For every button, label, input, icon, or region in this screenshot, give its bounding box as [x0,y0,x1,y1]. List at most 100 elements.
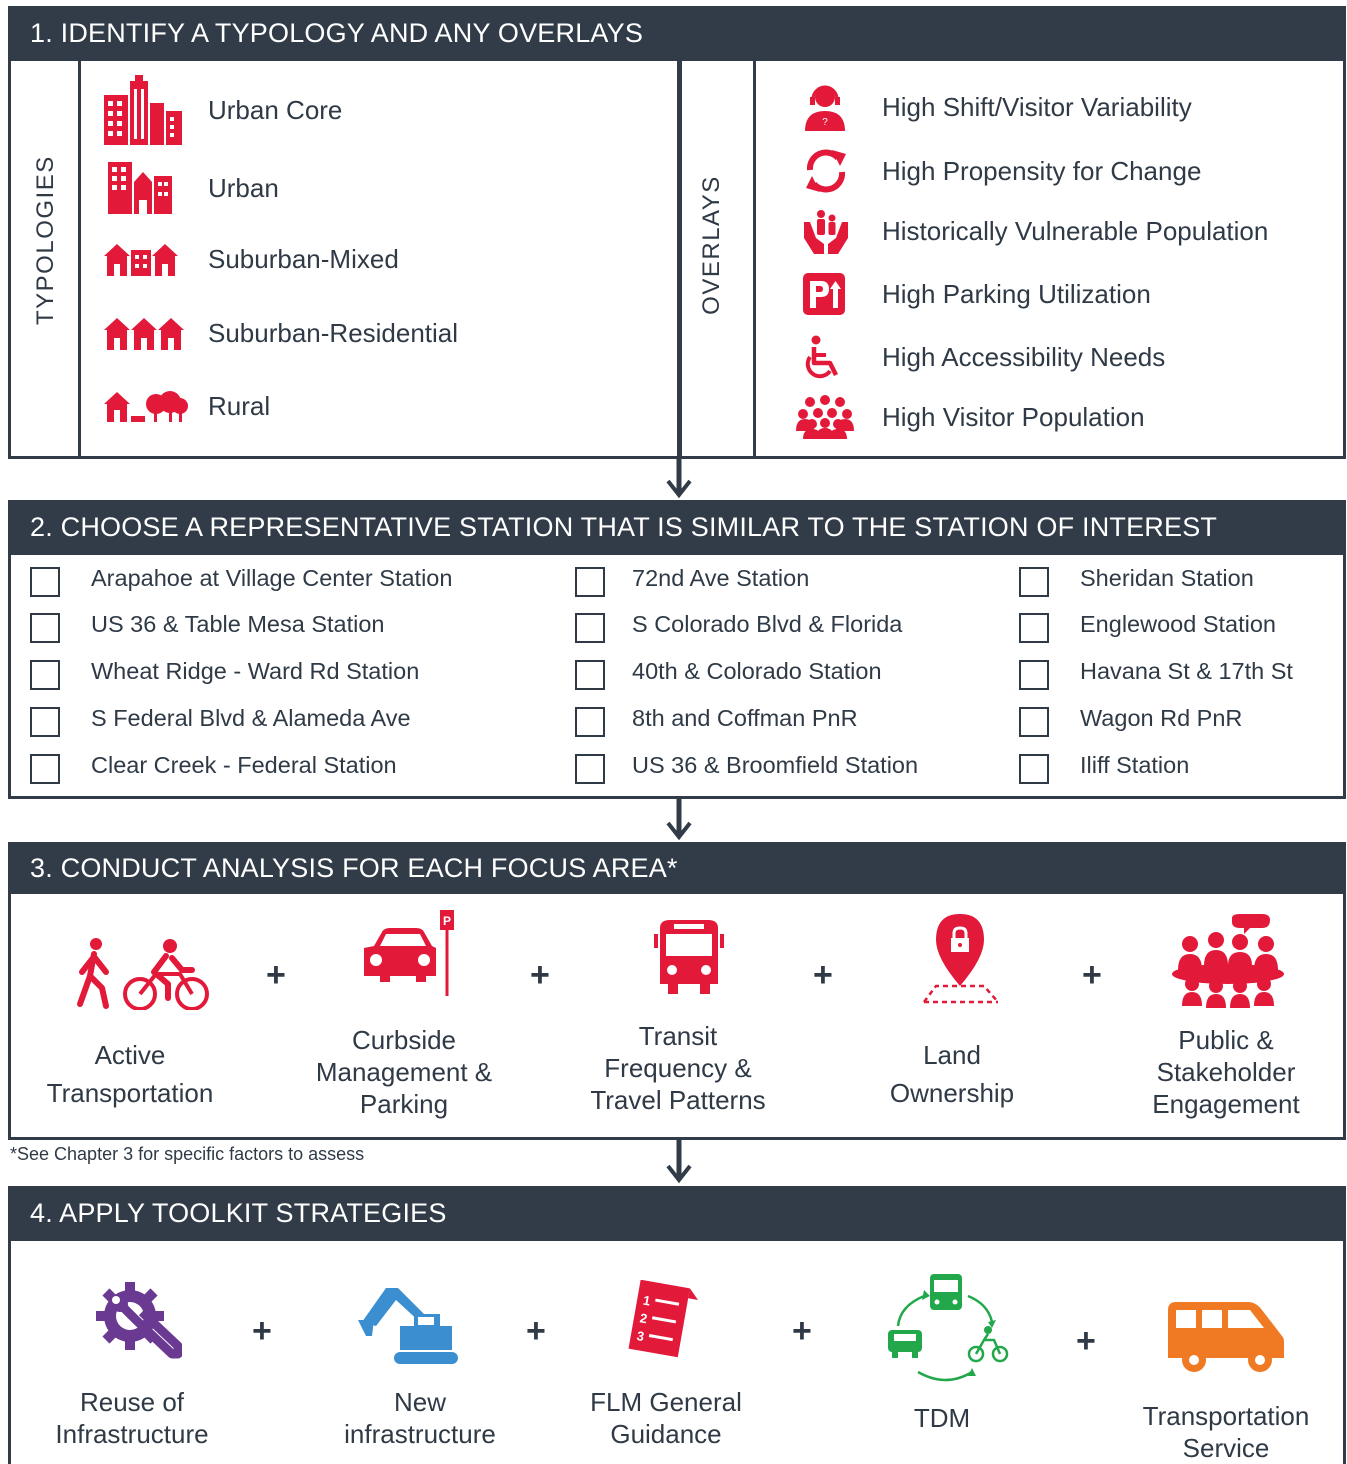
station-checkbox[interactable] [30,567,60,597]
caption-line: Infrastructure [55,1419,209,1449]
crowd-icon [796,395,882,439]
strategy-caption: TDM [832,1402,1052,1434]
focus-area-caption: Curbside Management & Parking [294,1024,514,1120]
caption-line: Guidance [610,1419,722,1449]
van-icon [1168,1302,1284,1372]
caption-line: Curbside [351,1025,457,1055]
caption-line: TDM [913,1403,971,1433]
station-label: Sheridan Station [1080,565,1254,591]
typology-label: Suburban-Residential [208,317,459,348]
strategy-caption: Transportation Service [1116,1400,1336,1464]
typologies-divider [78,61,81,456]
parking-sign-label: P [443,914,451,928]
overlay-label: High Accessibility Needs [882,341,1166,372]
station-checkbox[interactable] [30,613,60,643]
caption-line: Land [923,1040,981,1070]
station-checkbox[interactable] [1019,613,1049,643]
step1-box: TYPOLOGIES OVERLAYS [8,61,1346,459]
step3-header: 3. CONDUCT ANALYSIS FOR EACH FOCUS AREA* [8,842,1346,894]
station-checkbox[interactable] [30,660,60,690]
car-parking-icon: P [364,910,454,996]
station-checkbox[interactable] [575,567,605,597]
bus-icon [654,920,724,994]
station-checkbox[interactable] [575,707,605,737]
station-checkbox[interactable] [1019,754,1049,784]
station-label: US 36 & Table Mesa Station [91,611,385,637]
step2-title: 2. CHOOSE A REPRESENTATIVE STATION THAT … [30,512,1218,542]
caption-line: Transportation [1142,1401,1310,1431]
plus-sign: + [526,1312,546,1350]
station-checkbox[interactable] [575,613,605,643]
caption-line: Active [94,1040,166,1070]
step1-title: 1. IDENTIFY A TYPOLOGY AND ANY OVERLAYS [30,18,644,48]
caption-line: Transportation [46,1078,214,1108]
caption-line: Stakeholder [1156,1057,1296,1087]
caption-line: Frequency & [604,1053,752,1083]
overlay-label: High Propensity for Change [882,155,1202,186]
station-checkbox[interactable] [575,660,605,690]
focus-area-caption: Public & Stakeholder Engagement [1116,1024,1336,1120]
strategy-caption: Reuse of Infrastructure [22,1386,242,1450]
excavator-icon [358,1288,458,1364]
checklist-document-icon: 1 2 3 [628,1280,699,1358]
down-arrow-1 [666,459,692,499]
station-label: S Colorado Blvd & Florida [632,611,903,637]
station-checkbox[interactable] [30,754,60,784]
overlay-label: High Visitor Population [882,401,1145,432]
suburban-residential-icon [104,316,208,350]
overlay-shift-variability: ? High Shift/Visitor Variability [802,82,1192,132]
tdm-cycle-icon [888,1274,1009,1382]
station-label: Havana St & 17th St [1080,658,1293,684]
station-label: Wheat Ridge - Ward Rd Station [91,658,420,684]
caption-line: FLM General [590,1387,742,1417]
typology-label: Urban [208,172,279,203]
caption-line: Management & [315,1057,493,1087]
typology-urban: Urban [104,160,279,216]
caption-line: Parking [359,1089,449,1119]
station-checkbox[interactable] [1019,567,1049,597]
down-arrow-2 [666,799,692,841]
plus-sign: + [266,956,286,994]
station-checkbox[interactable] [30,707,60,737]
step4-header: 4. APPLY TOOLKIT STRATEGIES [8,1186,1346,1241]
urban-core-icon [104,75,208,145]
station-checkbox[interactable] [1019,660,1049,690]
down-arrow-3 [666,1140,692,1184]
strategy-caption: New infrastructure [310,1386,530,1450]
caption-line: Service [1182,1433,1270,1463]
strategy-caption: FLM General Guidance [556,1386,776,1450]
typology-label: Rural [208,390,271,421]
overlay-vulnerable-population: Historically Vulnerable Population [802,206,1268,256]
focus-area-caption: Transit Frequency & Travel Patterns [568,1020,788,1116]
plus-sign: + [813,956,833,994]
station-label: Arapahoe at Village Center Station [91,565,453,591]
focus-area-caption: Active Transportation [20,1036,240,1112]
walk-bike-icon [77,938,209,1010]
station-label: Englewood Station [1080,611,1276,637]
typology-urban-core: Urban Core [104,74,342,146]
station-checkbox[interactable] [1019,707,1049,737]
list-number: 1 [642,1293,652,1309]
caption-line: Engagement [1152,1089,1300,1119]
typology-label: Suburban-Mixed [208,243,399,274]
rural-icon [104,390,208,422]
overlay-label: Historically Vulnerable Population [882,215,1269,246]
typology-suburban-residential: Suburban-Residential [104,312,458,354]
meeting-icon [1172,914,1284,1008]
overlay-propensity-change: High Propensity for Change [802,146,1201,196]
wheelchair-icon [802,335,882,379]
station-label: 40th & Colorado Station [632,658,882,684]
station-label: Clear Creek - Federal Station [91,752,397,778]
suburban-mixed-icon [104,242,208,276]
list-number: 3 [636,1328,646,1344]
station-label: 72nd Ave Station [632,565,810,591]
caption-line: Ownership [889,1078,1015,1108]
plus-sign: + [792,1312,812,1350]
station-checkbox[interactable] [575,754,605,784]
step4-title: 4. APPLY TOOLKIT STRATEGIES [30,1198,447,1228]
typologies-label: TYPOLOGIES [32,155,59,325]
station-label: S Federal Blvd & Alameda Ave [91,705,411,731]
overlays-label: OVERLAYS [698,175,725,315]
typology-suburban-mixed: Suburban-Mixed [104,238,399,280]
headset-person-icon: ? [802,83,882,131]
